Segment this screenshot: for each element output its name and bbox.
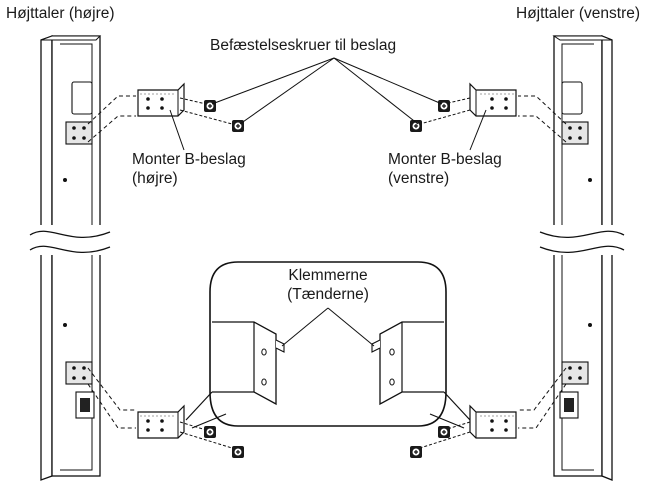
speaker-left-label: Højttaler (venstre) [516,5,641,22]
bracket-left-label-line1: Monter B-beslag [388,151,502,168]
bracket-right-label-line2: (højre) [132,170,178,187]
bracket-left-lower [409,367,567,459]
bracket-left-leader [469,109,487,151]
screws-leader-lines [211,57,443,125]
bracket-left-upper [409,83,567,143]
bracket-right-upper [87,83,245,143]
bracket-right-leader [169,109,185,151]
speaker-right-label: Højttaler (højre) [6,5,115,22]
speaker-right [29,35,111,481]
clamps-label-line2: (Tænderne) [287,286,369,303]
clamps-callout [185,261,471,429]
clamps-label-line1: Klemmerne [288,267,368,284]
bracket-right-label-line1: Monter B-beslag [132,151,246,168]
bracket-right-label: Monter B-beslag (højre) [132,150,246,188]
speaker-left [539,35,625,481]
bracket-left-label: Monter B-beslag (venstre) [388,150,502,188]
bracket-left-label-line2: (venstre) [388,170,450,187]
clamps-label: Klemmerne (Tænderne) [268,266,388,304]
screws-label: Befæstelseskruer til beslag [210,37,397,54]
bracket-right-lower [87,367,245,459]
